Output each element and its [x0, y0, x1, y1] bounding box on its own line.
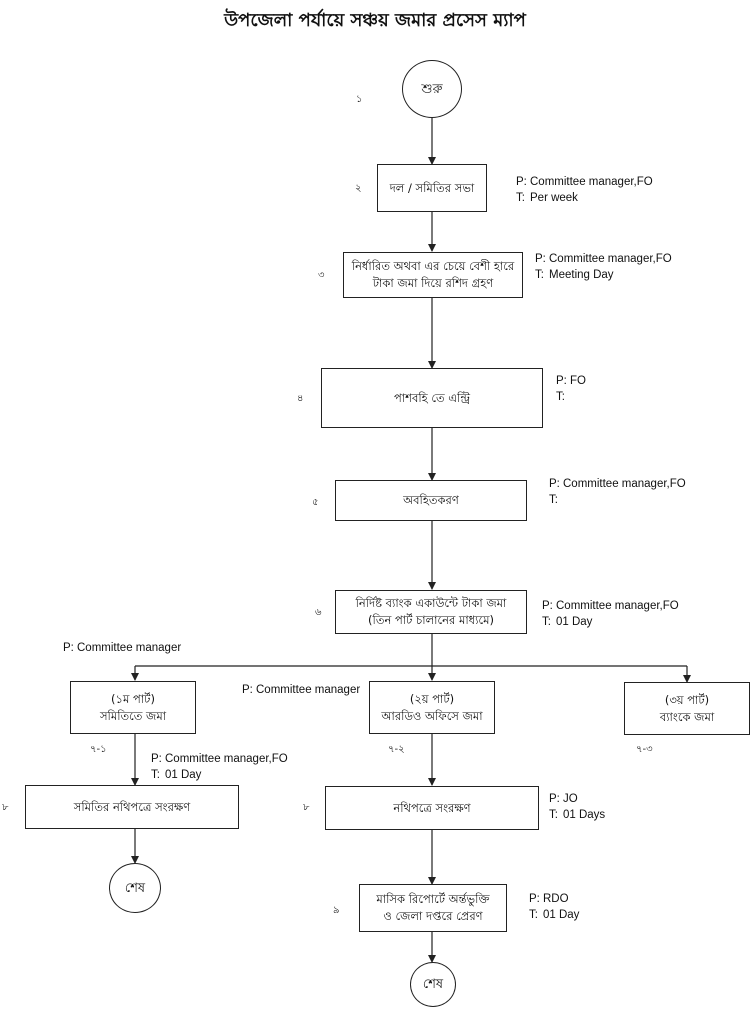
step3-person: Committee manager,FO [549, 253, 672, 265]
time-key: T: [556, 391, 565, 403]
step2-time: Per week [530, 192, 578, 204]
step8b-time: 01 Days [563, 809, 606, 821]
step-number-3: ৩ [318, 270, 325, 281]
step9-time: 01 Day [543, 909, 580, 921]
step8-samiti-records: সমিতির নথিপত্রে সংরক্ষণ [25, 785, 239, 829]
step7-3-label-line2: ব্যাংকে জমা [659, 709, 715, 724]
step9-label-line1: মাসিক রিপোর্টে অর্ন্তভুক্তি [376, 892, 490, 906]
time-key: T: [549, 494, 558, 506]
end-label-right: শেষ [422, 977, 444, 992]
step8b-label: নথিপত্রে সংরক্ষণ [393, 800, 471, 815]
person-key: P: [516, 176, 527, 188]
step4-annotation: P:FO T: [556, 373, 586, 405]
step8b-annotation: P:JO T: 01 Days [549, 791, 605, 823]
step4-person: FO [570, 375, 586, 387]
step7-1-part1: (১ম পার্ট) সমিতিতে জমা [70, 681, 196, 734]
step2-label: দল / সমিতির সভা [389, 180, 475, 195]
step7-2-label-line1: (২য় পার্ট) [409, 691, 455, 706]
step9-person: RDO [543, 893, 569, 905]
step2-person: Committee manager,FO [530, 176, 653, 188]
end-node-right: শেষ [410, 962, 456, 1007]
step9-label-line2: ও জেলা দপ্তরে প্রেরণ [383, 909, 483, 923]
step3-label-line2: টাকা জমা দিয়ে রশিদ গ্রহণ [372, 276, 494, 290]
person-key: P: [549, 793, 560, 805]
step-number-5: ৫ [312, 497, 319, 508]
step-number-7-2: ৭-২ [388, 744, 405, 755]
step8b-person: JO [563, 793, 578, 805]
step8-records-preservation: নথিপত্রে সংরক্ষণ [325, 786, 539, 830]
step4-label: পাশবহি তে এন্ট্রি [394, 390, 470, 405]
step-number-7-3: ৭-৩ [636, 744, 653, 755]
step2-meeting: দল / সমিতির সভা [377, 164, 487, 212]
branch-left-annotation: P:Committee manager [63, 640, 181, 656]
time-key: T: [549, 809, 558, 821]
step2-annotation: P:Committee manager,FO T: Per week [516, 174, 653, 206]
step7-2-part2: (২য় পার্ট) আরডিও অফিসে জমা [369, 681, 495, 734]
step3-annotation: P:Committee manager,FO T: Meeting Day [535, 251, 672, 283]
end-node-left: শেষ [109, 863, 161, 913]
start-node: শুরু [402, 60, 462, 118]
step5-label: অবহিতকরণ [403, 493, 459, 507]
step-number-8-left: ৮ [2, 802, 9, 813]
step7-2-label-line2: আরডিও অফিসে জমা [381, 708, 483, 723]
branch-mid-annotation: P:Committee manager [242, 682, 360, 698]
time-key: T: [529, 909, 538, 921]
person-key: P: [63, 642, 74, 654]
page-title: উপজেলা পর্যায়ে সঞ্চয় জমার প্রসেস ম্যাপ [224, 10, 526, 31]
person-key: P: [542, 600, 553, 612]
step6-annotation: P:Committee manager,FO T: 01 Day [542, 598, 679, 630]
step6-time: 01 Day [556, 616, 593, 628]
time-key: T: [516, 192, 525, 204]
branch-mid-person: Committee manager [256, 684, 361, 696]
start-label: শুরু [421, 81, 443, 97]
step8a-label: সমিতির নথিপত্রে সংরক্ষণ [73, 799, 191, 814]
step9-annotation: P:RDO T: 01 Day [529, 891, 579, 923]
step7-1-label-line1: (১ম পার্ট) [111, 691, 155, 706]
time-key: T: [151, 769, 160, 781]
step-number-6: ৬ [315, 607, 322, 618]
person-key: P: [529, 893, 540, 905]
step8a-time: 01 Day [165, 769, 202, 781]
person-key: P: [549, 478, 560, 490]
step6-label-line1: নির্দিষ্ট ব্যাংক একাউন্টে টাকা জমা [355, 596, 507, 610]
time-key: T: [535, 269, 544, 281]
step-number-4: ৪ [297, 393, 304, 404]
step5-annotation: P:Committee manager,FO T: [549, 476, 686, 508]
step3-deposit-receipt: নির্ধারিত অথবা এর চেয়ে বেশী হারে টাকা জ… [343, 252, 523, 298]
step6-bank-deposit: নির্দিষ্ট ব্যাংক একাউন্টে টাকা জমা (তিন … [335, 590, 527, 634]
step7-3-part3: (৩য় পার্ট) ব্যাংকে জমা [624, 682, 750, 735]
person-key: P: [556, 375, 567, 387]
end-label-left: শেষ [124, 880, 146, 896]
branch-left-person: Committee manager [77, 642, 182, 654]
step8a-person: Committee manager,FO [165, 753, 288, 765]
step6-label-line2: (তিন পার্ট চালানের মাধ্যমে) [368, 613, 494, 627]
step6-person: Committee manager,FO [556, 600, 679, 612]
time-key: T: [542, 616, 551, 628]
step4-passbook-entry: পাশবহি তে এন্ট্রি [321, 368, 543, 428]
step8a-annotation: P:Committee manager,FO T: 01 Day [151, 751, 288, 783]
step-number-7-1: ৭-১ [90, 744, 107, 755]
step7-3-label-line1: (৩য় পার্ট) [664, 692, 710, 707]
person-key: P: [151, 753, 162, 765]
step3-time: Meeting Day [549, 269, 614, 281]
step-number-8-right: ৮ [303, 802, 310, 813]
step5-person: Committee manager,FO [563, 478, 686, 490]
step5-notification: অবহিতকরণ [335, 480, 527, 521]
step3-label-line1: নির্ধারিত অথবা এর চেয়ে বেশী হারে [351, 259, 515, 273]
step-number-9: ৯ [333, 905, 340, 916]
step-number-1: ১ [356, 94, 363, 105]
person-key: P: [535, 253, 546, 265]
step7-1-label-line2: সমিতিতে জমা [99, 708, 167, 723]
step-number-2: ২ [355, 183, 362, 194]
person-key: P: [242, 684, 253, 696]
step9-monthly-report: মাসিক রিপোর্টে অর্ন্তভুক্তি ও জেলা দপ্তর… [359, 884, 507, 932]
